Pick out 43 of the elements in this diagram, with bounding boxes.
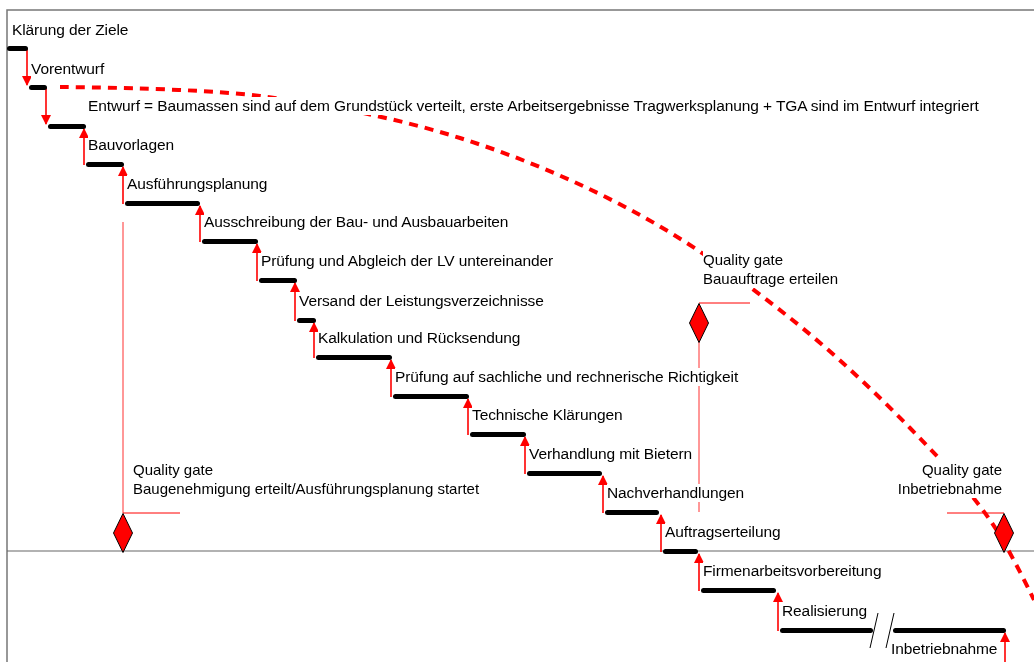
step-label: Prüfung auf sachliche und rechnerische Richtigkeit <box>395 368 739 386</box>
leader-line <box>946 512 1005 514</box>
step-label: Vorentwurf <box>31 60 105 78</box>
step-arrow <box>309 322 319 359</box>
step-label: Entwurf = Baumassen sind auf dem Grundstück verteilt, erste Arbeitsergebnisse Tragwerksplanung + TGA sind im Entwurf integriert <box>88 97 979 115</box>
step-arrow <box>252 243 262 282</box>
step-label: Auftragserteilung <box>665 523 781 541</box>
step-label: Firmenarbeitsvorbereitung <box>703 562 882 580</box>
step-arrow <box>520 436 530 475</box>
step-label: Versand der Leistungsverzeichnisse <box>299 292 544 310</box>
step-arrow <box>195 205 205 243</box>
gate-title: Quality gate <box>921 460 1002 479</box>
quality-gate-diamond <box>689 303 709 343</box>
step-arrow <box>79 128 89 166</box>
step-label: Ausschreibung der Bau- und Ausbauarbeiten <box>204 213 509 231</box>
quality-gate-diamond <box>994 513 1014 553</box>
step-arrow <box>694 553 704 592</box>
step-label: Klärung der Ziele <box>12 21 129 39</box>
step-arrow <box>386 359 396 398</box>
step-arrow <box>22 48 32 86</box>
step-label: Technische Klärungen <box>472 406 623 424</box>
step-arrow <box>463 398 473 436</box>
step-arrow <box>290 282 300 322</box>
step-label: Realisierung <box>782 602 867 620</box>
leader-line <box>122 512 181 514</box>
leader-line <box>698 302 751 304</box>
gate-description: Bauauftrage erteilen <box>703 269 839 288</box>
step-label: Bauvorlagen <box>88 136 174 154</box>
step-arrow <box>41 87 51 125</box>
step-arrow <box>598 475 608 514</box>
step-label: Inbetriebnahme <box>891 640 998 658</box>
step-arrow <box>1000 632 1010 662</box>
step-arrow <box>118 166 128 205</box>
step-label: Prüfung und Abgleich der LV untereinander <box>261 252 554 270</box>
step-label: Nachverhandlungen <box>607 484 745 502</box>
step-label: Ausführungsplanung <box>127 175 268 193</box>
quality-gate-diamond <box>113 513 133 553</box>
gate-description: Inbetriebnahme <box>897 479 1002 498</box>
step-label: Kalkulation und Rücksendung <box>318 329 521 347</box>
gate-title: Quality gate <box>703 250 784 269</box>
step-arrow <box>773 592 783 632</box>
step-arrow <box>656 514 666 553</box>
step-label: Verhandlung mit Bietern <box>529 445 693 463</box>
